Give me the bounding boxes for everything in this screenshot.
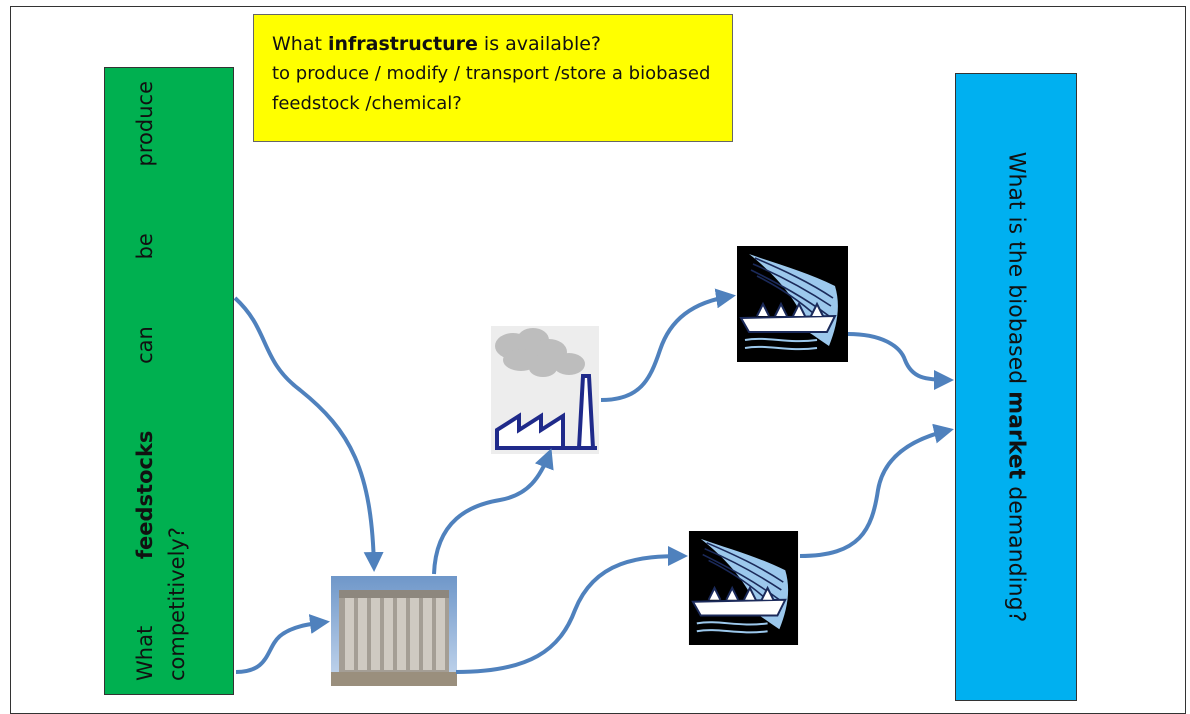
ship-icon <box>688 531 799 645</box>
infrastructure-question-line3: feedstock /chemical? <box>272 93 462 114</box>
ship-icon <box>737 246 848 362</box>
arrow-feedstock-bottom-to-silo <box>235 614 330 674</box>
infrastructure-suffix: is available? <box>477 33 601 55</box>
infrastructure-question-line2: to produce / modify / transport /store a… <box>272 63 711 84</box>
arrow-feedstock-to-silo <box>233 296 384 572</box>
market-question-box: What is the biobased market demanding? <box>955 73 1077 701</box>
infrastructure-keyword: infrastructure <box>327 33 478 55</box>
feedstock-question-box: What feedstocks can be produce competiti… <box>104 67 234 695</box>
arrow-ship-bottom-to-market <box>799 423 954 558</box>
infrastructure-question-box: What infrastructure is available? to pro… <box>253 14 733 142</box>
infrastructure-question-line1: What infrastructure is available? <box>272 29 714 59</box>
arrow-factory-to-ship-top <box>600 288 736 402</box>
infrastructure-prefix: What <box>272 33 328 55</box>
silo-icon <box>331 576 457 686</box>
factory-icon <box>491 326 599 454</box>
arrow-ship-top-to-market <box>847 332 954 390</box>
arrow-silo-to-factory <box>432 448 554 575</box>
arrow-silo-to-ship-bottom <box>455 546 688 674</box>
